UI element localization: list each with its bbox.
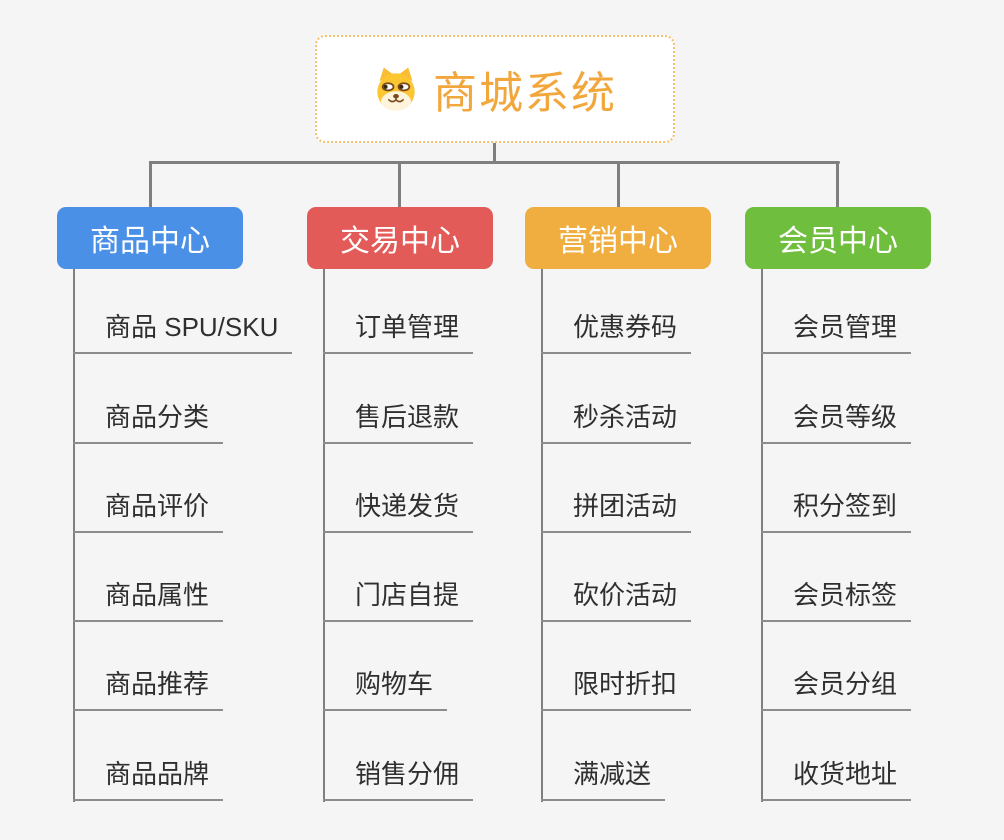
topic-row: 销售分佣 [323,711,474,801]
topic-item[interactable]: 限时折扣 [541,664,692,712]
topic-row: 商品属性 [73,533,292,623]
branch-trunk-line [73,269,75,802]
topic-item[interactable]: 收货地址 [761,754,912,801]
topic-row: 商品分类 [73,354,292,444]
branch-items: 优惠券码 秒杀活动 拼团活动 砍价活动 限时折扣 满减送 [541,265,692,801]
topic-item[interactable]: 拼团活动 [541,486,692,533]
topic-row: 秒杀活动 [541,354,692,444]
topic-row: 门店自提 [323,533,474,623]
root-node[interactable]: 商城系统 [315,35,675,143]
topic-item[interactable]: 购物车 [323,664,448,712]
topic-item[interactable]: 商品品牌 [73,754,224,801]
branch-trunk-line [761,269,763,802]
topic-row: 优惠券码 [541,265,692,355]
connector-drop-trade [398,161,401,208]
topic-row: 订单管理 [323,265,474,355]
branch-header-marketing[interactable]: 营销中心 [525,207,711,269]
topic-row: 砍价活动 [541,533,692,623]
topic-row: 售后退款 [323,354,474,444]
branch-items: 订单管理 售后退款 快递发货 门店自提 购物车 销售分佣 [323,265,474,801]
topic-item[interactable]: 砍价活动 [541,575,692,623]
topic-row: 拼团活动 [541,444,692,533]
topic-row: 会员分组 [761,622,912,712]
connector-horizontal-spine [149,161,840,164]
root-title: 商城系统 [433,69,617,118]
topic-row: 商品推荐 [73,622,292,712]
topic-row: 商品 SPU/SKU [73,265,293,355]
topic-item[interactable]: 会员分组 [761,664,912,712]
branch-trunk-line [323,269,325,802]
topic-item[interactable]: 满减送 [541,754,666,801]
branch-items: 商品 SPU/SKU 商品分类 商品评价 商品属性 商品推荐 商品品牌 [73,265,293,801]
topic-row: 购物车 [323,622,473,712]
topic-row: 会员等级 [761,354,912,444]
topic-item[interactable]: 积分签到 [761,486,912,533]
connector-drop-marketing [617,161,620,208]
topic-row: 会员标签 [761,533,912,623]
topic-item[interactable]: 商品推荐 [73,664,224,712]
topic-row: 商品品牌 [73,711,292,801]
topic-item[interactable]: 售后退款 [323,397,474,444]
topic-item[interactable]: 商品分类 [73,397,224,444]
topic-item[interactable]: 会员管理 [761,307,912,355]
topic-item[interactable]: 商品评价 [73,486,224,533]
branch-header-trade[interactable]: 交易中心 [307,207,493,269]
topic-row: 快递发货 [323,444,474,533]
topic-item[interactable]: 秒杀活动 [541,397,692,444]
branch-header-product[interactable]: 商品中心 [57,207,243,269]
topic-item[interactable]: 商品属性 [73,575,224,623]
connector-root-stub [493,141,496,163]
topic-row: 收货地址 [761,711,912,801]
topic-row: 商品评价 [73,444,292,533]
topic-item[interactable]: 快递发货 [323,486,474,533]
branch-trunk-line [541,269,543,802]
topic-item[interactable]: 门店自提 [323,575,474,623]
topic-item[interactable]: 商品 SPU/SKU [73,307,293,355]
connector-drop-member [836,161,839,208]
topic-item[interactable]: 会员等级 [761,397,912,444]
topic-item[interactable]: 销售分佣 [323,754,474,801]
topic-row: 限时折扣 [541,622,692,712]
topic-item[interactable]: 订单管理 [323,307,474,355]
topic-item[interactable]: 会员标签 [761,575,912,623]
branch-items: 会员管理 会员等级 积分签到 会员标签 会员分组 收货地址 [761,265,912,801]
topic-row: 满减送 [541,711,691,801]
branch-header-member[interactable]: 会员中心 [745,207,931,269]
topic-item[interactable]: 优惠券码 [541,307,692,355]
topic-row: 积分签到 [761,444,912,533]
dog-face-icon [373,66,419,112]
topic-row: 会员管理 [761,265,912,355]
connector-drop-product [149,161,152,208]
